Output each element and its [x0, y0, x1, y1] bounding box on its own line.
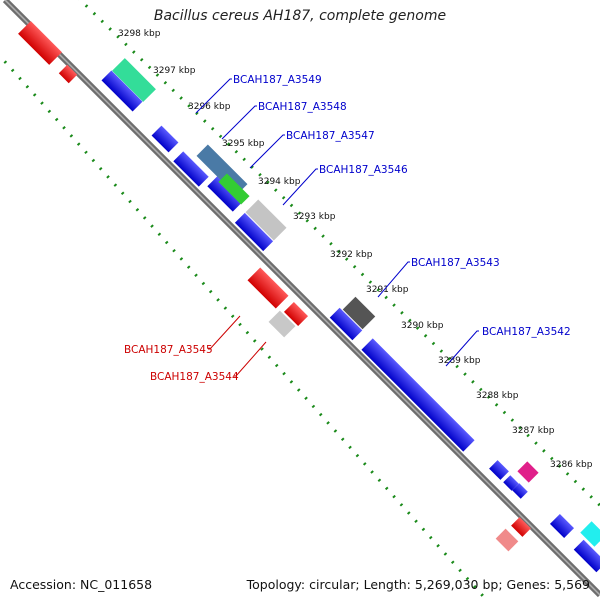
tick-label: 3298 kbp: [118, 29, 161, 39]
gene-labels: BCAH187_A3549 BCAH187_A3548 BCAH187_A354…: [124, 74, 571, 383]
leader-a3546: [282, 168, 318, 206]
label-a3544[interactable]: BCAH187_A3544: [150, 371, 239, 383]
leader-a3545: [208, 315, 241, 350]
tick-label: 3287 kbp: [512, 426, 555, 436]
gene-forward[interactable]: [329, 307, 363, 341]
gene-forward[interactable]: [503, 475, 519, 491]
gene-a3549[interactable]: [112, 58, 156, 102]
gene-a3543[interactable]: [342, 296, 376, 330]
leader-a3543: [377, 261, 410, 298]
gene-forward[interactable]: [573, 539, 600, 573]
gene-forward[interactable]: [489, 460, 509, 480]
gene-forward[interactable]: [173, 151, 209, 187]
gene-a3544[interactable]: [268, 310, 296, 338]
label-a3548[interactable]: BCAH187_A3548: [258, 101, 347, 113]
kbp-ticks: 3298 kbp 3297 kbp 3296 kbp 3295 kbp 3294…: [118, 29, 593, 470]
leader-a3548: [221, 105, 257, 140]
genome-summary: Topology: circular; Length: 5,269,030 bp…: [246, 577, 590, 592]
outer-track-genes: [112, 58, 600, 547]
gene-forward[interactable]: [207, 176, 243, 212]
tick-label: 3292 kbp: [330, 250, 373, 260]
tick-label: 3294 kbp: [258, 177, 301, 187]
gene-pink[interactable]: [495, 528, 519, 552]
gene-reverse[interactable]: [511, 517, 531, 537]
gene-a3546-outline[interactable]: [245, 199, 287, 241]
label-a3546[interactable]: BCAH187_A3546: [319, 164, 408, 176]
genome-backbone-highlight: [4, 0, 600, 596]
leader-a3547: [249, 134, 285, 169]
gene-cyan[interactable]: [580, 521, 600, 547]
gene-reverse[interactable]: [283, 301, 309, 327]
label-a3543[interactable]: BCAH187_A3543: [411, 257, 500, 269]
tick-label: 3290 kbp: [401, 321, 444, 331]
leader-a3549: [195, 78, 232, 114]
tick-label: 3297 kbp: [153, 66, 196, 76]
label-a3542[interactable]: BCAH187_A3542: [482, 326, 571, 338]
map-title: Bacillus cereus AH187, complete genome: [153, 8, 447, 24]
tick-label: 3286 kbp: [550, 460, 593, 470]
gene-forward[interactable]: [512, 483, 528, 499]
gene-a3545[interactable]: [247, 267, 289, 309]
gene-forward[interactable]: [361, 338, 475, 452]
tick-label: 3296 kbp: [188, 102, 231, 112]
label-a3545[interactable]: BCAH187_A3545: [124, 344, 213, 356]
tick-label: 3289 kbp: [438, 356, 481, 366]
label-leaders: [195, 78, 479, 377]
gene-magenta[interactable]: [517, 461, 539, 483]
accession-text: Accession: NC_011658: [10, 577, 153, 592]
leader-a3542: [445, 330, 479, 367]
tick-label: 3291 kbp: [366, 285, 409, 295]
gene-a3546[interactable]: [218, 173, 250, 205]
gene-reverse[interactable]: [58, 64, 78, 84]
tick-label: 3293 kbp: [293, 212, 336, 222]
label-a3549[interactable]: BCAH187_A3549: [233, 74, 322, 86]
tick-label: 3288 kbp: [476, 391, 519, 401]
leader-a3544: [234, 341, 267, 377]
label-a3547[interactable]: BCAH187_A3547: [286, 130, 375, 142]
tick-label: 3295 kbp: [222, 139, 265, 149]
gene-forward[interactable]: [549, 513, 575, 539]
gene-forward[interactable]: [101, 70, 143, 112]
forward-genes: [101, 70, 600, 573]
gene-forward[interactable]: [151, 125, 179, 153]
gene-reverse[interactable]: [18, 21, 62, 65]
reverse-genes: [18, 21, 531, 552]
outer-tick-dots: [78, 0, 600, 508]
gene-forward[interactable]: [234, 212, 274, 252]
